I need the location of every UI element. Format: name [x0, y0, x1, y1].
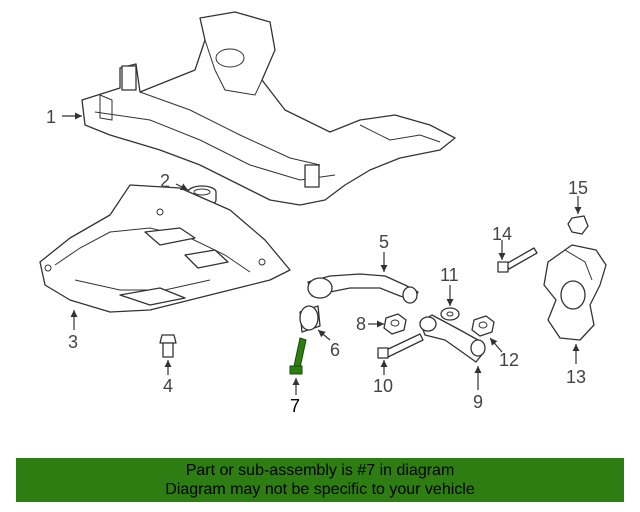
leader-lines [62, 112, 582, 395]
part-13-knuckle[interactable] [543, 244, 607, 341]
callout-1[interactable]: 1 [46, 107, 56, 127]
part-12-nut[interactable] [471, 315, 495, 337]
callout-13[interactable]: 13 [566, 367, 586, 387]
callout-6[interactable]: 6 [330, 340, 340, 360]
callout-3[interactable]: 3 [68, 332, 78, 352]
callout-5[interactable]: 5 [379, 232, 389, 252]
part-6-bushing[interactable] [299, 305, 321, 333]
callout-14[interactable]: 14 [492, 224, 512, 244]
part-11-washer[interactable] [440, 307, 460, 321]
part-10-bolt[interactable] [377, 333, 424, 359]
info-banner: Part or sub-assembly is #7 in diagram Di… [16, 458, 624, 502]
part-5-control-arm[interactable] [307, 273, 419, 304]
part-4-bolt[interactable] [159, 334, 177, 358]
callout-7[interactable]: 7 [290, 396, 300, 416]
part-9-lower-arm[interactable] [419, 314, 486, 363]
part-8-nut[interactable] [383, 313, 407, 335]
part-14-bolt[interactable] [497, 247, 538, 273]
callout-8[interactable]: 8 [356, 314, 366, 334]
part-15-nut[interactable] [567, 215, 589, 235]
callout-11[interactable]: 11 [440, 265, 459, 285]
part-3-underbody-shield[interactable] [39, 184, 291, 313]
banner-line-disclaimer: Diagram may not be specific to your vehi… [165, 481, 475, 498]
callout-15[interactable]: 15 [568, 178, 588, 198]
part-7-bolt-highlighted[interactable] [289, 337, 307, 375]
callout-10[interactable]: 10 [373, 376, 393, 396]
callout-9[interactable]: 9 [473, 392, 483, 412]
callout-12[interactable]: 12 [499, 350, 519, 370]
callout-4[interactable]: 4 [163, 376, 173, 396]
banner-line-part-info: Part or sub-assembly is #7 in diagram [185, 462, 455, 479]
callout-2[interactable]: 2 [160, 171, 170, 191]
part-1-subframe[interactable] [81, 11, 456, 206]
